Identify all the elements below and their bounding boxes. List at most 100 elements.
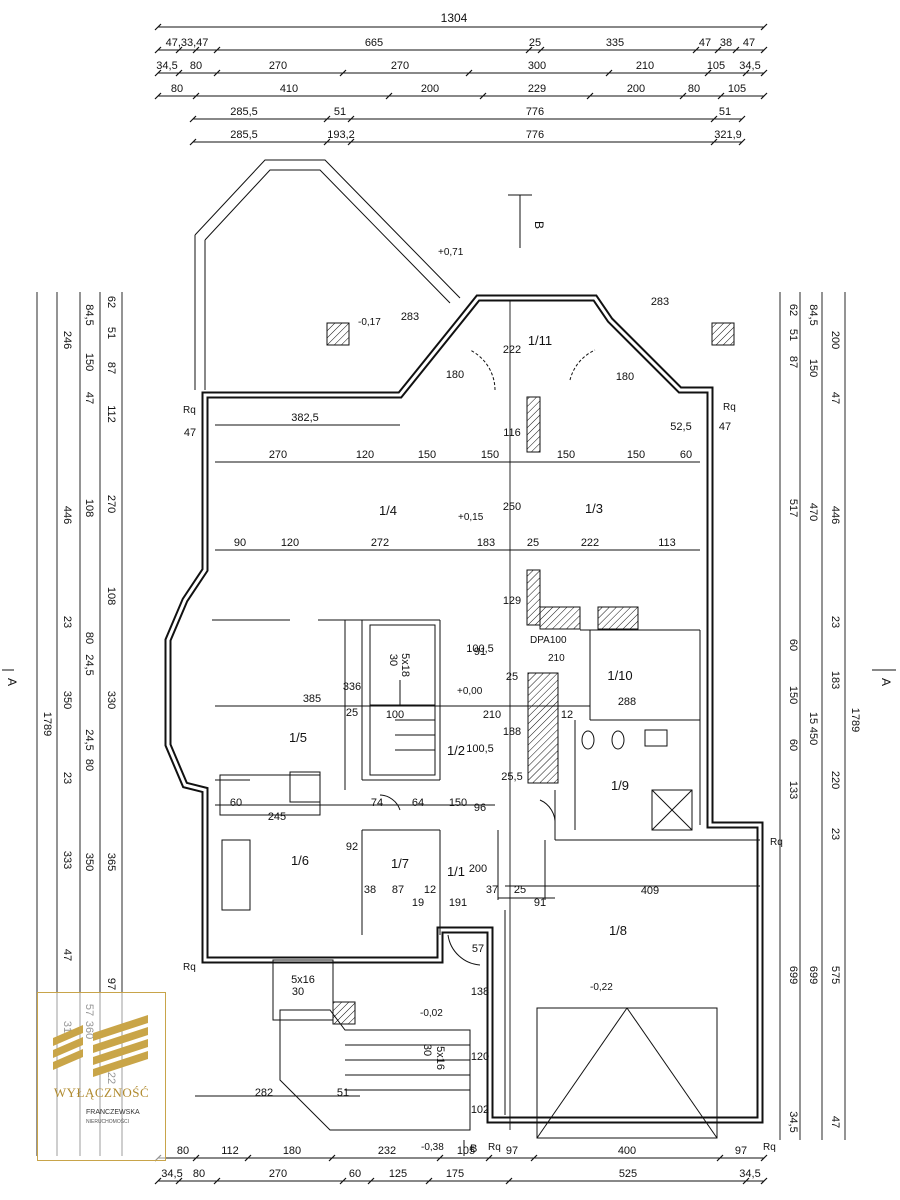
dim-left-c2: 108 — [83, 499, 95, 517]
dim-total-top: 1304 — [441, 11, 468, 25]
dim-left-c3: 87 — [105, 362, 117, 374]
dim-top-r2: 270 — [391, 60, 409, 72]
dim-interior: 270 — [269, 449, 287, 461]
agency-logo: WYŁĄCZNOŚĆ FRANCZEWSKA NIERUCHOMOŚCI — [37, 992, 166, 1161]
chimney — [597, 606, 639, 630]
dim-top-r3: 200 — [421, 83, 439, 95]
dim-top-r5: 321,9 — [714, 129, 742, 141]
dim-interior: 150 — [557, 449, 575, 461]
right-dimension-chains: 62 51 87 517 60 150 60 133 699 34,5 84,5… — [779, 292, 896, 1140]
dim-left-c3: 51 — [105, 327, 117, 339]
dim-interior: 409 — [641, 885, 659, 897]
room-labels: 1/11 1/4 1/3 1/5 1/2 1/10 1/9 1/6 1/7 1/… — [289, 333, 633, 938]
dim-interior: 60 — [680, 449, 692, 461]
dim-left-c3: 62 — [105, 296, 117, 308]
rq-marker: Rq — [183, 962, 196, 973]
dim-interior: 90 — [234, 537, 246, 549]
dim-interior: 100,5 — [466, 743, 494, 755]
chimney — [539, 606, 581, 630]
dim-left-c2: 80 — [83, 632, 95, 644]
logo-line2: NIERUCHOMOŚCI — [86, 1119, 130, 1125]
section-mark-b-bottom: B — [470, 1143, 477, 1155]
dim-top-r5: 193,2 — [327, 129, 355, 141]
dim-bottom-r1: 97 — [735, 1145, 747, 1157]
dim-left-c1: 47 — [61, 949, 73, 961]
room-label-1-11: 1/11 — [528, 333, 552, 348]
room-label-1-6: 1/6 — [291, 853, 309, 868]
structural-columns — [326, 322, 735, 1025]
dim-top-r2: 105 — [707, 60, 725, 72]
level-porch: -0,02 — [420, 1008, 443, 1019]
dim-top-r3: 80 — [171, 83, 183, 95]
dim-top-r4: 51 — [334, 106, 346, 118]
pillar — [711, 322, 735, 346]
rq-marker: Rq — [763, 1142, 776, 1153]
section-mark-b-top: B — [532, 221, 546, 229]
dim-top-r3: 229 — [528, 83, 546, 95]
dim-left-c2: 350 — [83, 853, 95, 871]
stair-note: 5x16 — [291, 974, 315, 986]
dim-right-c2: 150 — [807, 359, 819, 377]
dim-interior: 250 — [503, 501, 521, 513]
dim-interior: 138 — [471, 986, 489, 998]
dim-right-c1: 60 — [787, 739, 799, 751]
dim-interior: 210 — [483, 709, 501, 721]
dim-right-c2: 450 — [807, 727, 819, 745]
dim-interior: 245 — [268, 811, 286, 823]
dim-left-c3: 108 — [105, 587, 117, 605]
door-tag-height: 210 — [548, 653, 565, 664]
dim-interior: 92 — [346, 841, 358, 853]
dim-bottom-r2: 125 — [389, 1168, 407, 1180]
dim-interior: 100 — [386, 709, 404, 721]
stair-note: 30 — [421, 1044, 433, 1056]
dim-left-c3: 270 — [105, 495, 117, 513]
dim-top-r2: 34,5 — [739, 60, 760, 72]
dim-interior: 74 — [371, 797, 383, 809]
dim-top-r2: 80 — [190, 60, 202, 72]
section-mark-a-left: A — [5, 678, 19, 686]
room-label-1-8: 1/8 — [609, 923, 627, 938]
dim-top-r1: 25 — [529, 37, 541, 49]
dim-bottom-r2: 80 — [193, 1168, 205, 1180]
column — [526, 569, 541, 626]
level-entry: +0,71 — [438, 247, 464, 258]
dim-bottom-r2: 175 — [446, 1168, 464, 1180]
dim-interior: 52,5 — [670, 421, 691, 433]
dim-top-r1: 335 — [606, 37, 624, 49]
dim-interior: 129 — [503, 595, 521, 607]
dim-interior: 120 — [471, 1051, 489, 1063]
dim-left-total: 1789 — [41, 712, 53, 736]
dim-interior: 222 — [503, 344, 521, 356]
dim-right-c1: 60 — [787, 639, 799, 651]
stairs-and-steps — [219, 624, 718, 1139]
dim-interior: 150 — [449, 797, 467, 809]
dim-interior: 96 — [474, 802, 486, 814]
door-tags: DPA100 210 — [530, 635, 567, 664]
dim-interior: 100,5 — [466, 643, 494, 655]
exterior-walls — [164, 159, 764, 1124]
dim-interior: 222 — [581, 537, 599, 549]
stair-note: 5x16 — [434, 1046, 446, 1070]
dim-right-c1: 87 — [787, 356, 799, 368]
dim-interior: 180 — [446, 369, 464, 381]
dim-interior: 191 — [449, 897, 467, 909]
dim-left-c2: 47 — [83, 392, 95, 404]
rq-marker: Rq — [723, 402, 736, 413]
dim-right-c1: 699 — [787, 966, 799, 984]
dim-right-c1: 34,5 — [787, 1111, 799, 1132]
building-logo-icon — [53, 1015, 148, 1077]
dim-left-c1: 246 — [61, 331, 73, 349]
dim-right-c3: 575 — [829, 966, 841, 984]
dim-interior: 12 — [424, 884, 436, 896]
dim-interior: 38 — [364, 884, 376, 896]
dim-interior: 188 — [503, 726, 521, 738]
logo-wordmark: WYŁĄCZNOŚĆ — [53, 1085, 150, 1100]
dim-interior: 51 — [337, 1087, 349, 1099]
dim-top-r4: 285,5 — [230, 106, 258, 118]
logo-line1: FRANCZEWSKA — [86, 1109, 140, 1116]
room-label-1-1: 1/1 — [447, 864, 465, 879]
dim-top-r2: 210 — [636, 60, 654, 72]
dim-top-r4: 776 — [526, 106, 544, 118]
dim-right-c3: 47 — [829, 392, 841, 404]
